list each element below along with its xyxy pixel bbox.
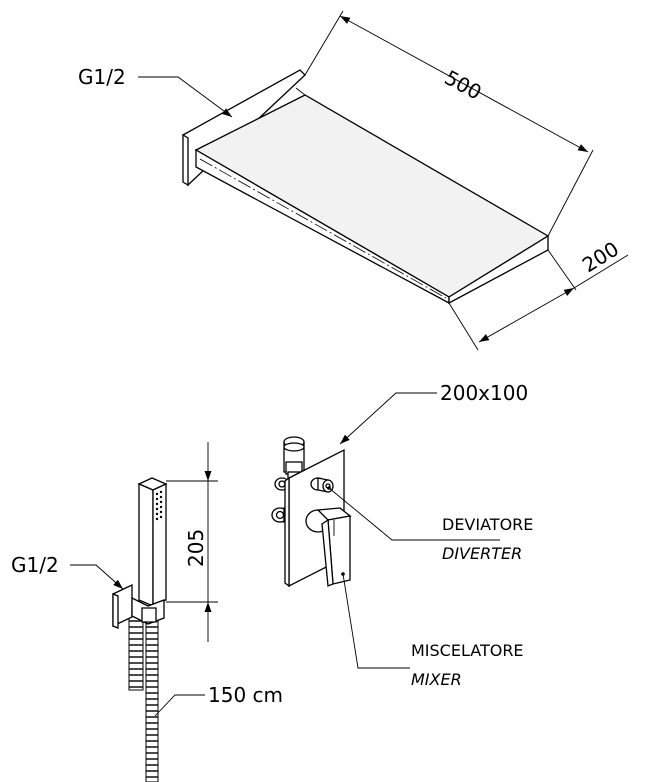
dim-500-label: 500: [441, 65, 486, 104]
diverter-leader: DEVIATORE DIVERTER: [327, 486, 533, 563]
spray-nozzles: [155, 490, 163, 521]
mixer-label-it: MISCELATORE: [411, 641, 524, 660]
dim-200-label: 200: [578, 237, 623, 278]
mixer-cover-plate-edge: [284, 476, 290, 588]
back-edge: [295, 87, 306, 96]
dimension-205: 205: [166, 442, 218, 642]
outlet-slot-line: [199, 158, 447, 299]
mixer-label-en: MIXER: [411, 670, 462, 689]
hose-back-strand: [128, 609, 144, 691]
waterfall-shower-head: [182, 69, 550, 305]
mixer-lever: [305, 507, 352, 587]
hose-length-label: 150 cm: [208, 683, 283, 707]
diverter-label-en: DIVERTER: [442, 544, 522, 563]
plate-dim-leader: 200x100: [339, 381, 528, 445]
wall-plate-edge: [182, 133, 189, 187]
plate-dim-label: 200x100: [440, 381, 528, 405]
concealed-mixer: [271, 436, 352, 588]
mixer-leader: MISCELATORE MIXER: [341, 572, 524, 689]
shower-inlet-label: G1/2: [78, 65, 126, 89]
hand-shower: [112, 477, 168, 782]
dim-205-label: 205: [184, 529, 208, 567]
diverter-knob: [310, 477, 334, 493]
diverter-label-it: DEVIATORE: [442, 515, 533, 534]
hose-length-leader: 150 cm: [154, 683, 283, 717]
hose-front-strand: [145, 611, 159, 782]
shower-inlet-leader: G1/2: [78, 65, 233, 118]
bracket-inlet-leader: G1/2: [11, 553, 124, 590]
bracket-inlet-label: G1/2: [11, 553, 59, 577]
